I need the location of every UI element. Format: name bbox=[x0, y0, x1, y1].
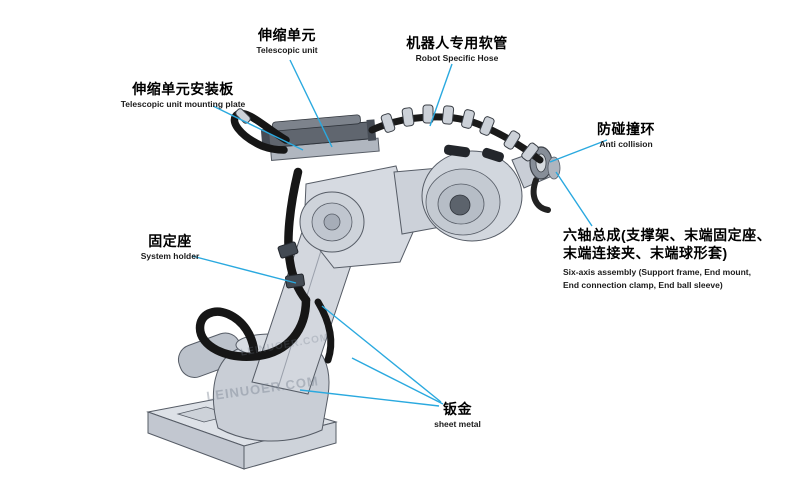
label-system-holder-en: System holder bbox=[140, 251, 200, 262]
leader-anti-collision bbox=[549, 139, 608, 163]
leader-sheet-metal-3 bbox=[299, 389, 440, 407]
label-anti-collision-en: Anti collision bbox=[599, 139, 653, 150]
end-cable bbox=[530, 177, 551, 213]
dress-cable bbox=[284, 167, 311, 305]
leader-sheet-metal-1 bbox=[321, 305, 442, 403]
hose-rings bbox=[235, 104, 539, 162]
leader-telescopic-unit bbox=[289, 59, 333, 148]
label-six-axis-en2: End connection clamp, End ball sleeve) bbox=[563, 279, 723, 290]
label-mounting-plate-en: Telescopic unit mounting plate bbox=[120, 99, 246, 110]
label-robot-hose: 机器人专用软管 Robot Specific Hose bbox=[392, 34, 522, 65]
label-robot-hose-en: Robot Specific Hose bbox=[415, 53, 499, 64]
label-sheet-metal: 钣金 sheet metal bbox=[420, 400, 495, 431]
cable-clamp bbox=[285, 273, 305, 289]
leader-robot-hose bbox=[429, 63, 453, 127]
label-six-axis-zh1: 六轴总成(支撑架、末端固定座、 bbox=[563, 227, 772, 243]
label-telescopic-unit: 伸缩单元 Telescopic unit bbox=[237, 26, 337, 57]
label-system-holder-zh: 固定座 bbox=[148, 233, 192, 249]
leader-system-holder bbox=[191, 255, 297, 284]
label-system-holder: 固定座 System holder bbox=[128, 232, 212, 263]
robot-wrist-motor bbox=[421, 144, 523, 242]
label-anti-collision-zh: 防碰撞环 bbox=[597, 121, 655, 137]
cable-loop-top bbox=[230, 109, 290, 154]
label-anti-collision: 防碰撞环 Anti collision bbox=[578, 120, 674, 151]
label-six-axis-en1: Six-axis assembly (Support frame, End mo… bbox=[563, 267, 751, 278]
label-mounting-plate-zh: 伸缩单元安装板 bbox=[132, 81, 234, 97]
hose-tube bbox=[368, 113, 544, 164]
dress-pack-cables bbox=[195, 109, 335, 364]
robot-hose bbox=[235, 104, 544, 164]
leader-mounting-plate bbox=[212, 105, 304, 151]
label-six-axis-zh2: 末端连接夹、末端球形套) bbox=[563, 245, 728, 262]
label-mounting-plate: 伸缩单元安装板 Telescopic unit mounting plate bbox=[108, 80, 258, 111]
leader-sheet-metal-2 bbox=[351, 357, 444, 405]
label-robot-hose-zh: 机器人专用软管 bbox=[406, 35, 508, 51]
leader-lines bbox=[191, 59, 608, 407]
leader-six-axis bbox=[555, 171, 593, 227]
cable-loop-bottom bbox=[195, 295, 311, 361]
label-sheet-metal-zh: 钣金 bbox=[443, 401, 472, 417]
robot-elbow-joint bbox=[299, 191, 365, 253]
label-six-axis: 六轴总成(支撑架、末端固定座、 末端连接夹、末端球形套) Six-axis as… bbox=[563, 226, 781, 291]
cable-clamp bbox=[277, 241, 299, 259]
label-telescopic-unit-en: Telescopic unit bbox=[256, 45, 318, 56]
motor-badge bbox=[449, 194, 471, 216]
label-telescopic-unit-zh: 伸缩单元 bbox=[258, 27, 316, 43]
label-sheet-metal-en: sheet metal bbox=[434, 419, 481, 430]
